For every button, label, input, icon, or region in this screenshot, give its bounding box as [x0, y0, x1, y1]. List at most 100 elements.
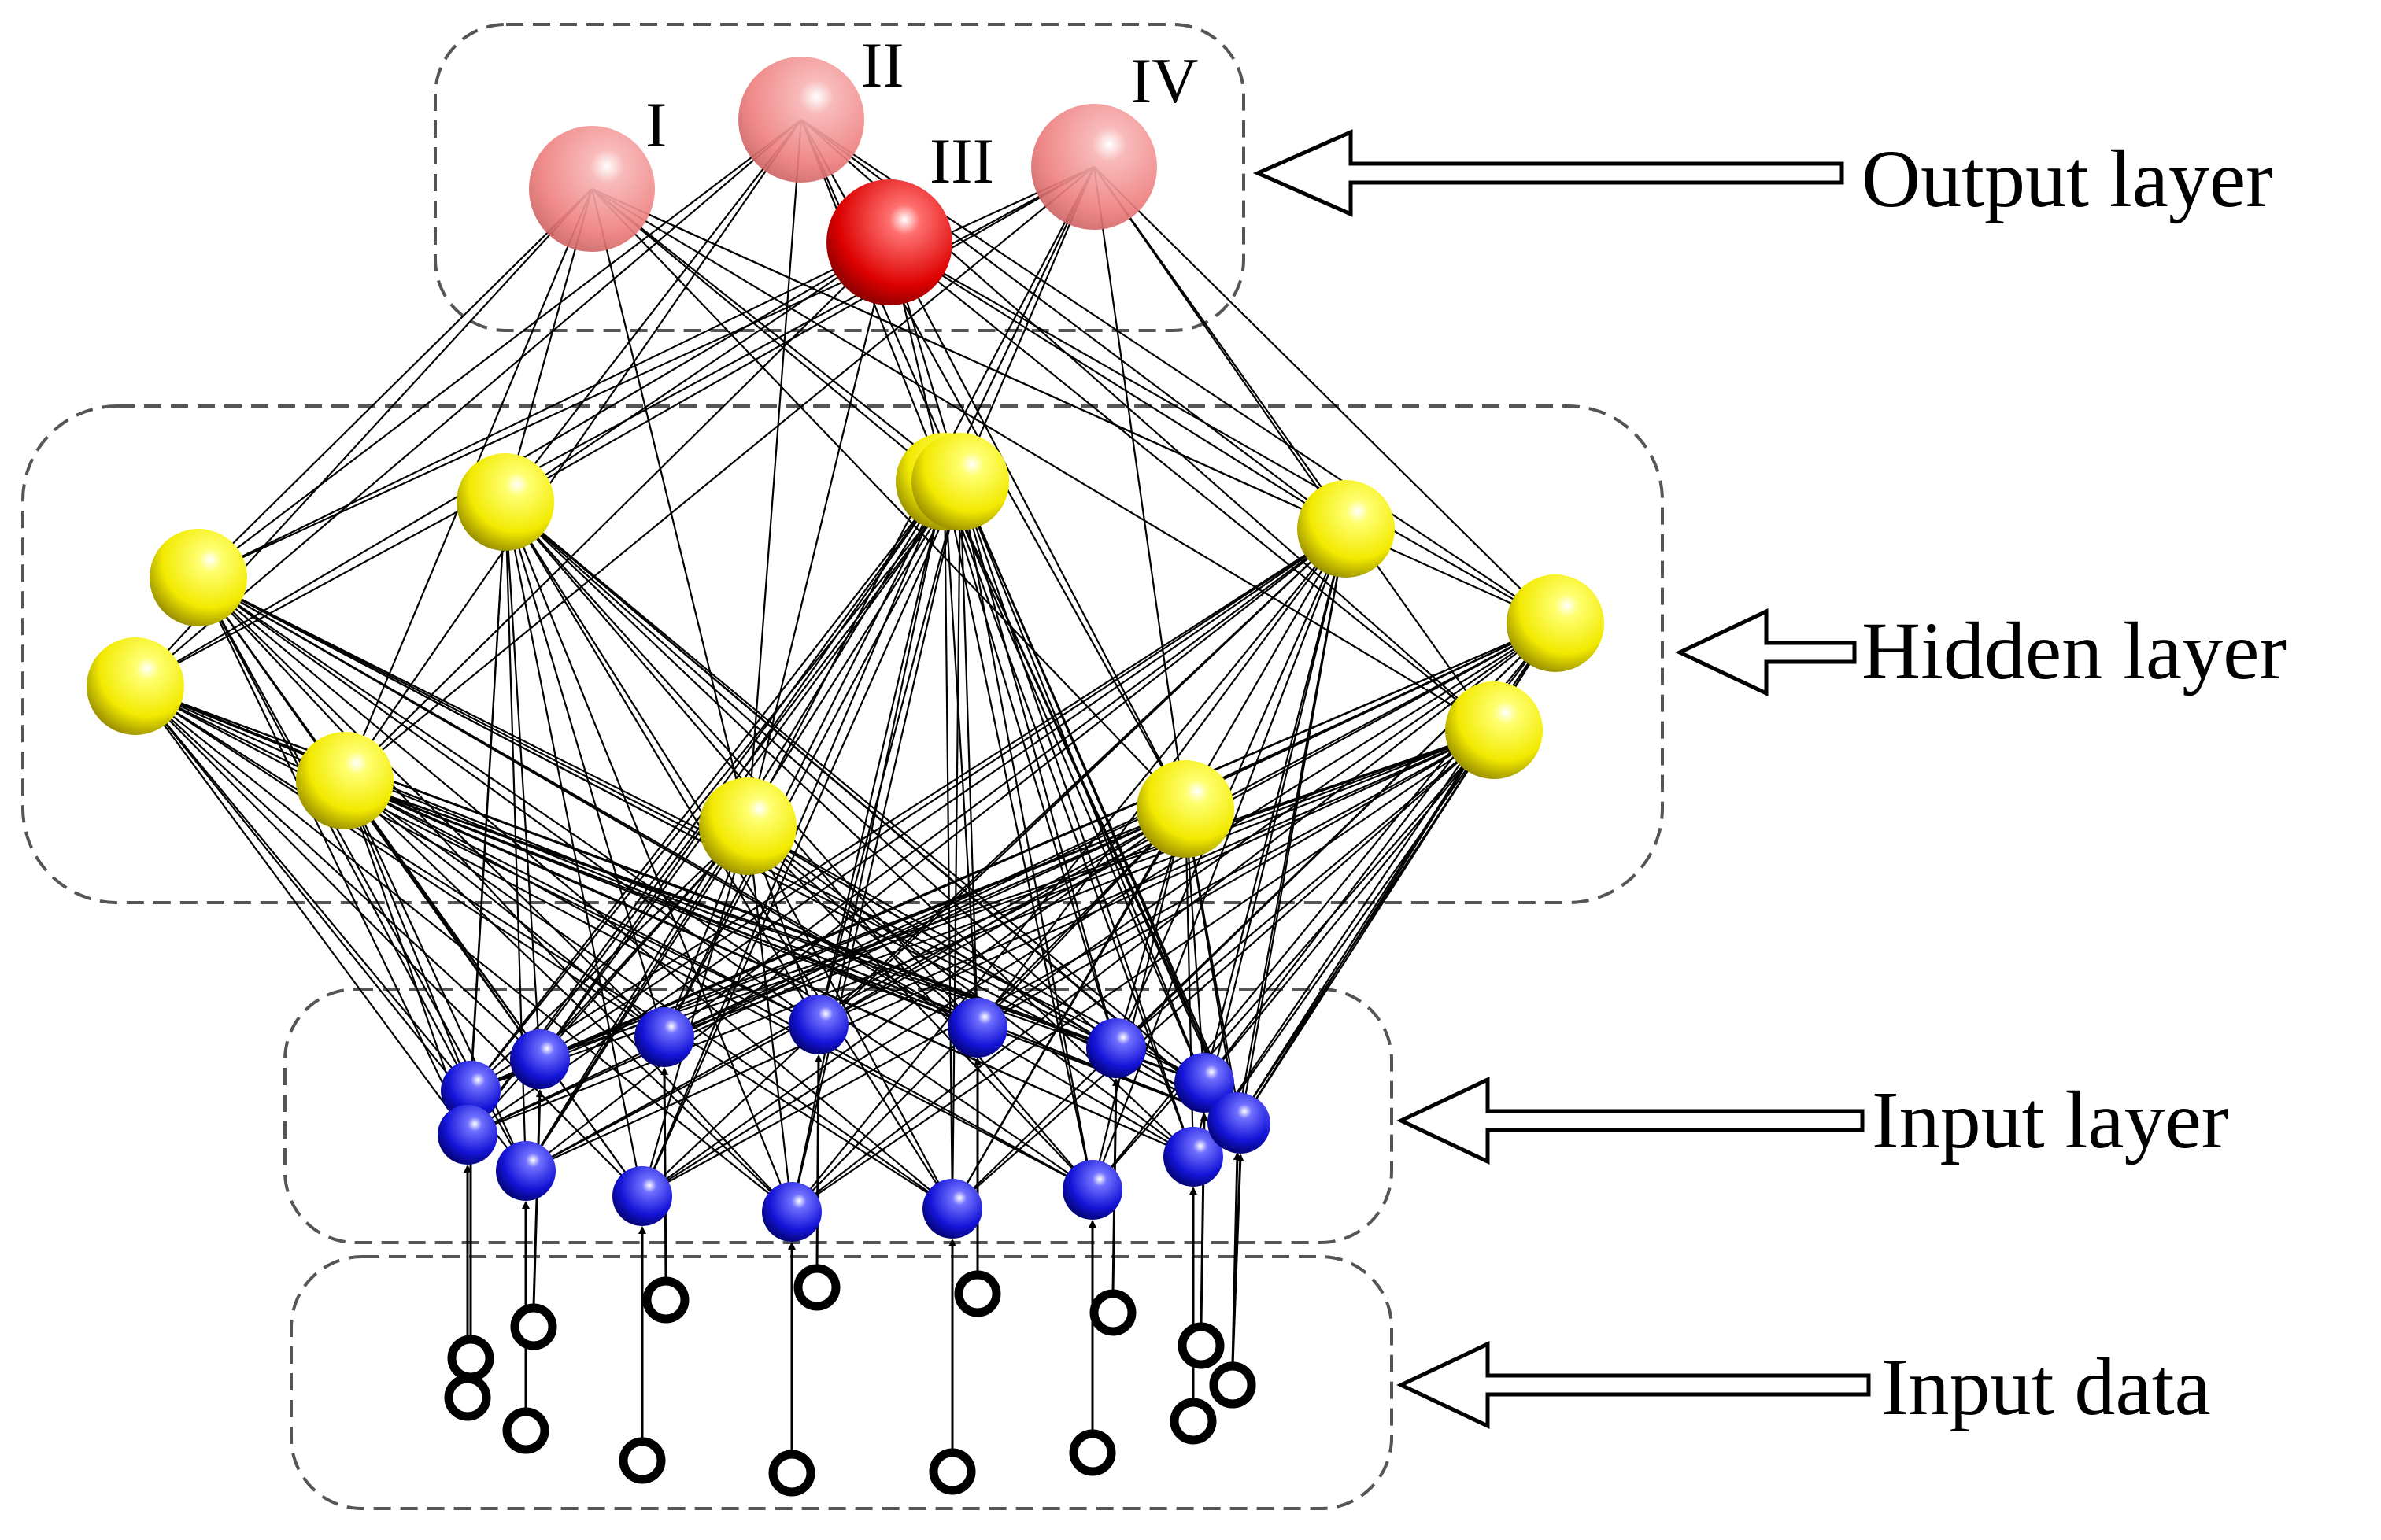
- hidden-input-connection: [959, 481, 979, 1029]
- input-data-point: [1209, 1361, 1256, 1409]
- hidden-input-connection: [343, 780, 472, 1091]
- output-hidden-connection: [889, 242, 1347, 530]
- hidden-input-connection: [198, 577, 1194, 1158]
- hidden-input-connection: [344, 780, 643, 1197]
- hidden-input-connection: [135, 685, 468, 1136]
- output-hidden-connection: [198, 242, 890, 578]
- hidden-input-connection: [466, 501, 507, 1136]
- hidden-input-connection: [952, 808, 1186, 1209]
- input-node: [510, 1029, 570, 1089]
- hidden-input-connection: [135, 685, 953, 1209]
- hidden-input-connection: [505, 501, 1205, 1084]
- output-hidden-connection: [198, 119, 802, 578]
- hidden-input-connection: [344, 780, 665, 1038]
- hidden-input-connection: [1092, 729, 1495, 1191]
- hidden-input-connection: [198, 577, 1117, 1049]
- hidden-node: [911, 433, 1009, 530]
- input-data-point: [444, 1374, 491, 1421]
- hidden-node: [1137, 760, 1234, 858]
- hidden-input-connection: [818, 808, 1186, 1025]
- output-node-label-iv: IV: [1130, 45, 1199, 116]
- input-data-point: [1178, 1322, 1225, 1369]
- output-hidden-connection: [1093, 166, 1187, 810]
- output-node-labels: I II III IV: [645, 29, 1199, 197]
- hidden-input-connection: [539, 729, 1495, 1061]
- input-feed-arrow: [814, 1054, 823, 1268]
- hidden-input-connection: [505, 501, 819, 1025]
- hidden-input-connection: [470, 528, 1347, 1091]
- hidden-input-connection: [746, 825, 793, 1213]
- hidden-input-connection: [198, 577, 819, 1025]
- hidden-input-connection: [198, 577, 1093, 1191]
- hidden-input-connection: [504, 501, 542, 1060]
- hidden-input-connection: [1115, 729, 1495, 1049]
- hidden-input-connection: [135, 685, 978, 1029]
- hidden-input-connection: [664, 528, 1347, 1038]
- hidden-input-connection: [1192, 729, 1495, 1158]
- hidden-input-connection: [467, 729, 1495, 1136]
- input-feed-arrow: [1231, 1152, 1241, 1365]
- input-data-pointer-arrow: [1396, 1341, 1871, 1429]
- hidden-input-connection: [525, 729, 1495, 1173]
- layer-labels: Output layer Hidden layer Input layer In…: [1862, 134, 2287, 1432]
- hidden-input-connection: [818, 729, 1495, 1026]
- output-hidden-connection: [746, 119, 803, 827]
- hidden-input-connection: [747, 825, 953, 1209]
- hidden-input-connection: [505, 501, 1194, 1158]
- output-layer-region: [434, 23, 1245, 332]
- hidden-input-connection: [641, 729, 1495, 1197]
- output-hidden-connection: [591, 188, 945, 482]
- hidden-input-connection: [539, 528, 1347, 1060]
- hidden-input-connection: [959, 481, 1094, 1191]
- input-layer-pointer-arrow: [1396, 1077, 1865, 1165]
- input-node: [438, 1105, 497, 1165]
- output-layer-pointer-arrow: [1252, 129, 1844, 217]
- input-node: [762, 1182, 822, 1242]
- input-node: [1174, 1053, 1234, 1113]
- output-hidden-connection: [505, 166, 1095, 503]
- hidden-input-connection: [198, 577, 665, 1038]
- output-hidden-connection: [591, 188, 961, 482]
- hidden-input-connection: [539, 622, 1556, 1061]
- hidden-input-connection: [470, 481, 961, 1091]
- input-node: [496, 1141, 556, 1201]
- input-node: [1163, 1127, 1223, 1187]
- hidden-input-connection: [790, 481, 962, 1213]
- input-node: [441, 1061, 501, 1121]
- output-hidden-connection: [1093, 166, 1556, 624]
- hidden-input-connection: [135, 685, 819, 1025]
- input-data-point: [1069, 1429, 1116, 1476]
- hidden-input-connection: [747, 825, 1194, 1158]
- output-node-ii: [738, 57, 864, 183]
- hidden-node: [87, 637, 184, 735]
- output-hidden-connection: [590, 188, 749, 827]
- input-feed-arrow: [660, 1067, 669, 1280]
- hidden-node: [1297, 480, 1395, 578]
- hidden-input-connection: [943, 481, 1195, 1158]
- hidden-input-connection: [344, 780, 793, 1213]
- input-data-point: [793, 1264, 841, 1311]
- input-data-point: [1170, 1398, 1217, 1445]
- output-node-label-ii: II: [861, 29, 904, 101]
- hidden-input-connection: [959, 481, 1239, 1123]
- input-layer-label: Input layer: [1872, 1075, 2228, 1165]
- hidden-input-connection: [505, 501, 1117, 1049]
- hidden-input-connection: [135, 685, 1093, 1191]
- hidden-input-connection: [959, 481, 1206, 1084]
- output-layer-label: Output layer: [1862, 134, 2273, 224]
- hidden-input-connection: [817, 481, 946, 1025]
- output-hidden-connection: [198, 188, 593, 578]
- hidden-input-connection: [791, 528, 1347, 1213]
- input-data-point: [447, 1335, 494, 1382]
- hidden-input-connection: [504, 501, 793, 1213]
- hidden-input-connection: [791, 729, 1495, 1213]
- hidden-node: [1445, 681, 1543, 779]
- input-node: [1207, 1092, 1267, 1152]
- hidden-input-connection: [135, 685, 665, 1038]
- hidden-input-connection: [952, 729, 1495, 1209]
- hidden-input-connection: [539, 481, 961, 1060]
- hidden-input-connection: [525, 808, 1186, 1172]
- input-data-point: [1089, 1289, 1137, 1336]
- network-nodes: [87, 57, 1604, 1242]
- input-data-point: [642, 1276, 690, 1324]
